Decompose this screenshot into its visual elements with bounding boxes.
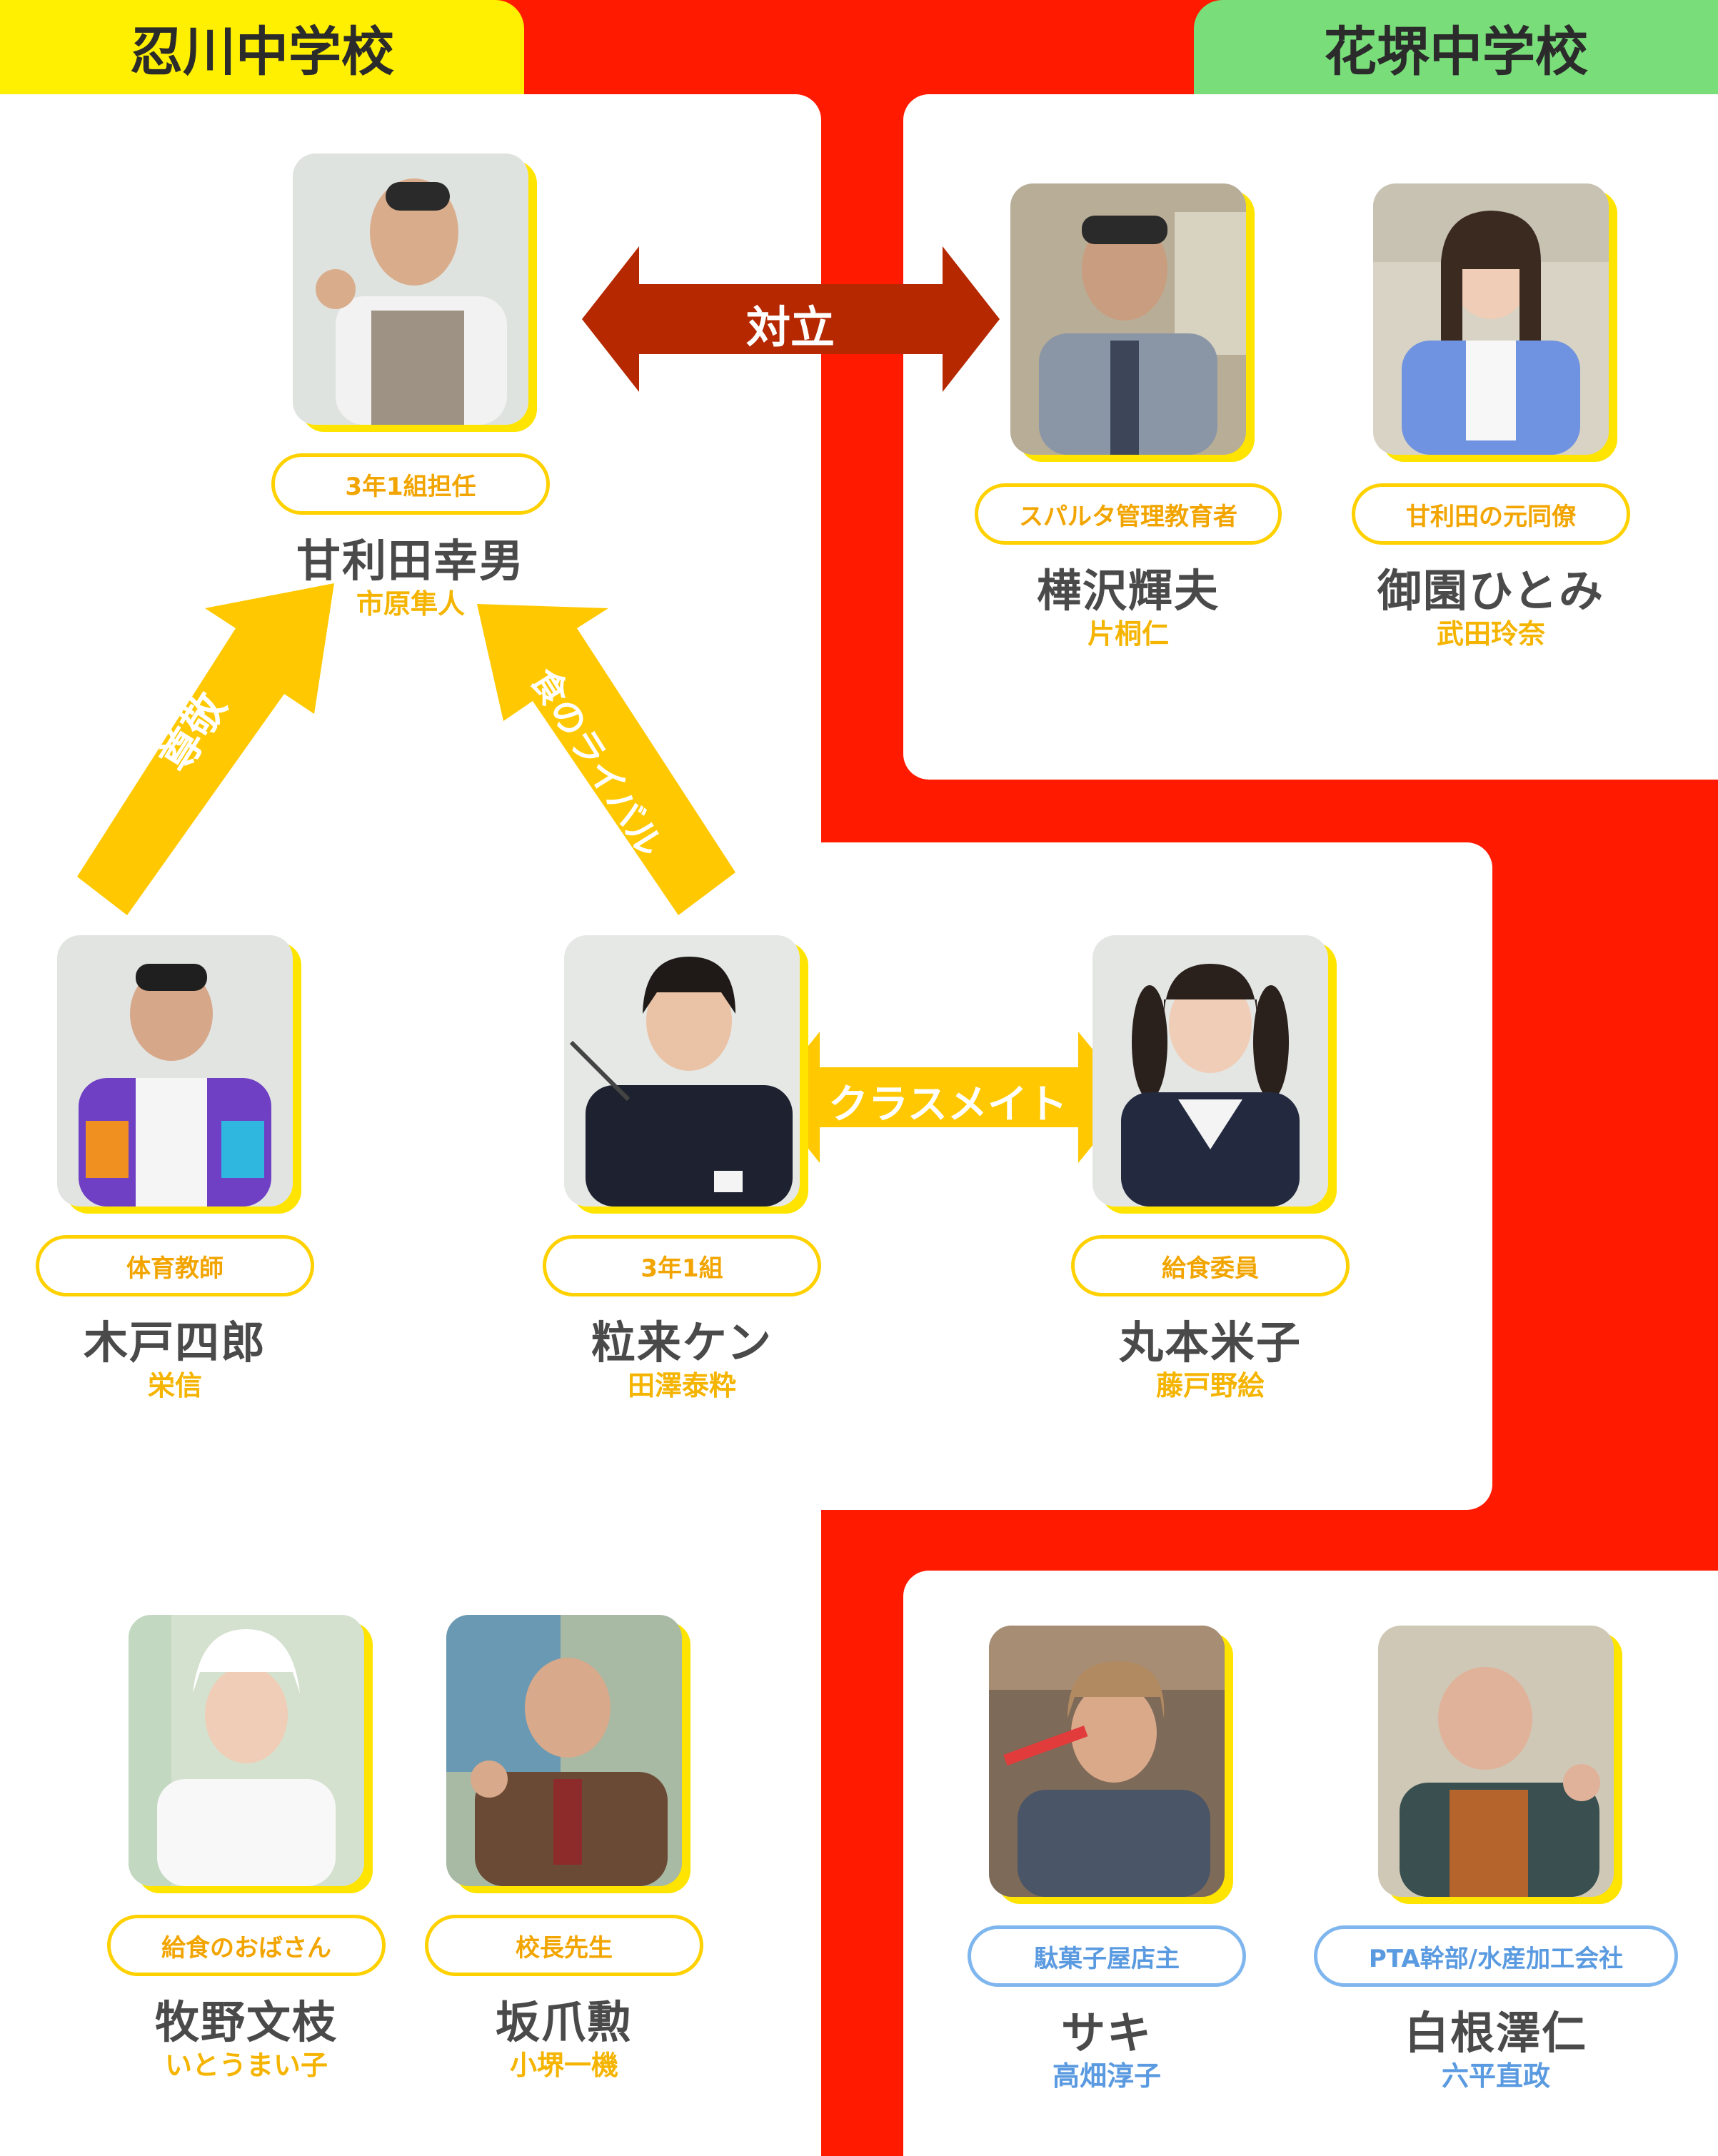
school-name-oshikawa: 忍川中学校 (130, 21, 394, 83)
portrait-saki (989, 1626, 1225, 1897)
actor-name: 小堺一機 (509, 2050, 618, 2081)
role-badge: 給食委員 (1071, 1235, 1350, 1296)
actor-name: 武田玲奈 (1436, 618, 1545, 650)
portrait-misono (1373, 183, 1609, 455)
character-name: 御園ひとみ (1377, 565, 1605, 617)
character-name: サキ (1060, 2007, 1152, 2059)
character-name: 樺沢輝夫 (1036, 565, 1220, 617)
character-name: 甘利田幸男 (296, 535, 525, 587)
role-badge: 甘利田の元同僚 (1352, 483, 1630, 545)
school-tab-hanasakai: 花堺中学校 (1194, 0, 1718, 94)
conflict-label: 対立 (746, 301, 835, 353)
portrait-makino (129, 1615, 364, 1886)
character-name: 木戸四郎 (83, 1316, 266, 1369)
portrait-ryuku (564, 935, 800, 1207)
actor-name: 田澤泰粋 (627, 1370, 736, 1401)
actor-name: 六平直政 (1441, 2060, 1550, 2092)
actor-name: 片桐仁 (1087, 618, 1169, 650)
actor-name: 市原隼人 (356, 588, 465, 620)
portrait-marumoto (1092, 935, 1328, 1207)
actor-name: 栄信 (147, 1370, 202, 1401)
classmate-label: クラスメイト (828, 1082, 1068, 1128)
portrait-kido (57, 935, 293, 1207)
portrait-kabasawa (1010, 183, 1246, 455)
school-tab-oshikawa: 忍川中学校 (0, 0, 524, 94)
portrait-amarida (293, 153, 528, 425)
actor-name: いとうまい子 (164, 2050, 328, 2081)
portrait-sakatsume (446, 1615, 682, 1886)
role-badge: 駄菓子屋店主 (968, 1925, 1246, 1987)
school-name-hanasakai: 花堺中学校 (1324, 21, 1588, 83)
character-name: 白根澤仁 (1404, 2007, 1587, 2059)
portrait-shirane (1378, 1626, 1614, 1897)
role-badge: 校長先生 (425, 1915, 703, 1976)
character-name: 牧野文枝 (154, 1996, 338, 2048)
role-badge: 3年1組担任 (271, 453, 550, 515)
role-badge: PTA幹部/水産加工会社 (1314, 1925, 1678, 1987)
character-name: 坂爪勲 (495, 1996, 633, 2048)
character-name: 粒来ケン (591, 1316, 773, 1369)
actor-name: 高畑淳子 (1052, 2060, 1161, 2092)
role-badge: スパルタ管理教育者 (975, 483, 1282, 545)
actor-name: 藤戸野絵 (1155, 1370, 1265, 1401)
character-name: 丸本米子 (1118, 1316, 1302, 1369)
role-badge: 体育教師 (36, 1235, 314, 1296)
role-badge: 給食のおばさん (107, 1915, 386, 1976)
role-badge: 3年1組 (543, 1235, 821, 1296)
